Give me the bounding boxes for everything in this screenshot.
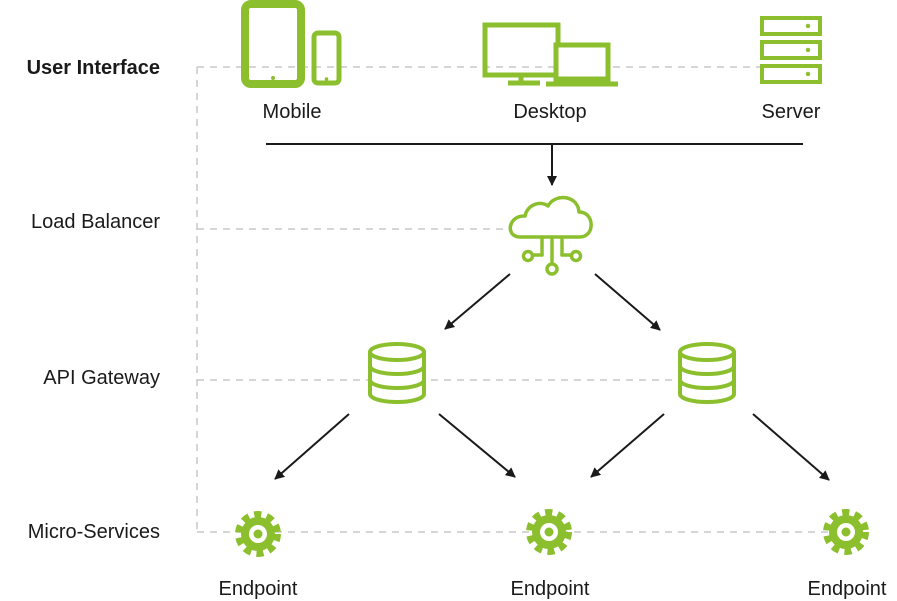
gear-icon	[235, 511, 281, 557]
endpoint-label: Endpoint	[510, 578, 590, 600]
database-icon	[678, 342, 736, 404]
layer-label-user-interface: User Interface	[26, 57, 160, 79]
client-label-mobile: Mobile	[262, 101, 322, 123]
endpoint-label: Endpoint	[807, 578, 887, 600]
gear-icon	[526, 509, 572, 555]
layer-label-api-gateway: API Gateway	[43, 367, 160, 389]
client-label-desktop: Desktop	[513, 101, 587, 123]
gear-icon	[823, 509, 869, 555]
server-rack-icon	[760, 16, 822, 84]
lb-arrows	[444, 273, 661, 331]
layer-label-load-balancer: Load Balancer	[31, 211, 160, 233]
client-label-server: Server	[761, 101, 821, 123]
monitor-laptop-icon	[482, 22, 618, 87]
endpoint-label: Endpoint	[218, 578, 298, 600]
client-connector	[266, 143, 803, 186]
database-icon	[368, 342, 426, 404]
layer-label-micro-services: Micro-Services	[27, 521, 160, 543]
tablet-phone-icon	[241, 0, 342, 88]
gateway-arrows	[274, 413, 830, 481]
cloud-network-icon	[508, 195, 593, 276]
